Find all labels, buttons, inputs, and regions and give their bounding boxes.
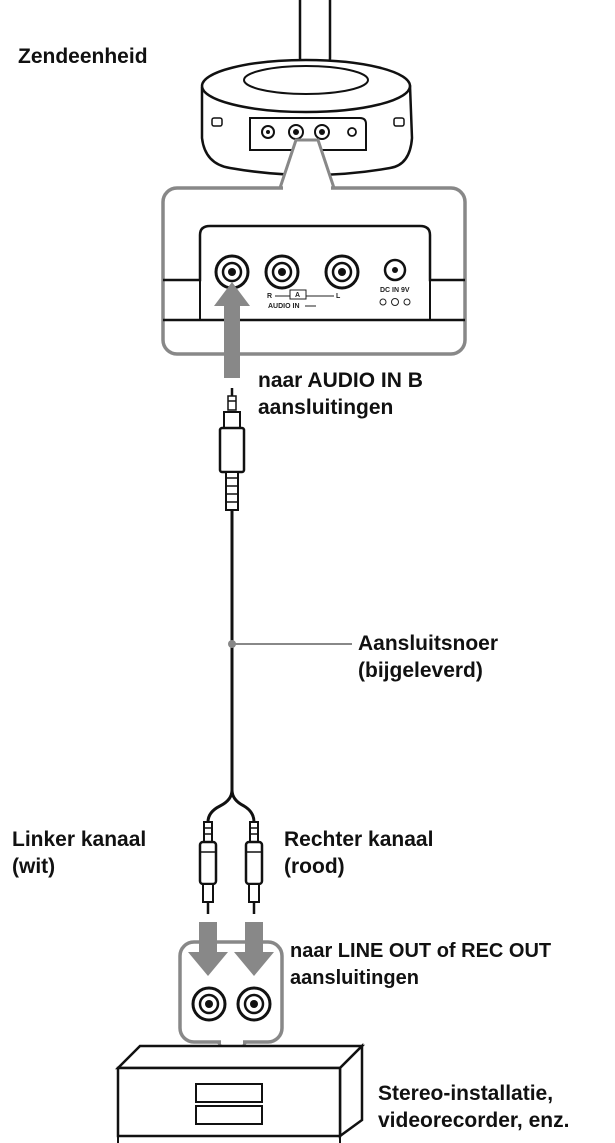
audio-in-label-line2: aansluitingen [258, 396, 394, 419]
arrow-to-line-out-right [234, 922, 274, 976]
stereo-device [114, 1042, 366, 1143]
transmitter-unit [200, 0, 414, 177]
cord-label-line1: Aansluitsnoer [358, 632, 499, 655]
cord-label-line2: (bijgeleverd) [358, 659, 483, 682]
audio-in-r-jack [264, 254, 300, 290]
transmitter-top [200, 58, 412, 114]
left-channel-label-line2: (wit) [12, 855, 56, 878]
callout-pointer [278, 138, 336, 189]
marking-a: A [295, 292, 300, 299]
rca-plug-left [198, 821, 218, 914]
right-channel-label-line2: (rood) [284, 855, 345, 878]
audio-in-l-jack [324, 254, 360, 290]
right-channel-label-line1: Rechter kanaal [284, 828, 434, 851]
left-channel-label-line1: Linker kanaal [12, 828, 147, 851]
audio-in-label-line1: naar AUDIO IN B [258, 369, 423, 392]
mini-plug [218, 388, 246, 511]
line-out-label-line2: aansluitingen [290, 967, 419, 989]
transmitter-rear-panel [249, 117, 367, 151]
transmitter-label: Zendeenheid [18, 45, 148, 68]
marking-r: R [267, 293, 272, 300]
callout-frame [161, 186, 467, 356]
panel-callout: R A L AUDIO IN DC IN 9V [161, 138, 467, 356]
output-callout [178, 940, 284, 1063]
rca-plug-right [244, 821, 264, 914]
device-label-line2: videorecorder, enz. [378, 1109, 570, 1132]
cord-leader [228, 640, 352, 648]
line-out-jack-right [236, 986, 272, 1022]
connection-cord [206, 510, 256, 823]
arrow-to-audio-in [214, 282, 250, 378]
marking-audio-in: AUDIO IN [268, 303, 300, 310]
marking-l: L [336, 293, 341, 300]
line-out-jack-left [191, 986, 227, 1022]
device-label-line1: Stereo-installatie, [378, 1082, 554, 1105]
dc-in-jack [383, 258, 407, 282]
audio-in-b-jack [214, 254, 250, 290]
arrow-to-line-out-left [188, 922, 228, 976]
line-out-label-line1: naar LINE OUT of REC OUT [290, 940, 552, 962]
marking-dc-in: DC IN 9V [380, 287, 410, 294]
